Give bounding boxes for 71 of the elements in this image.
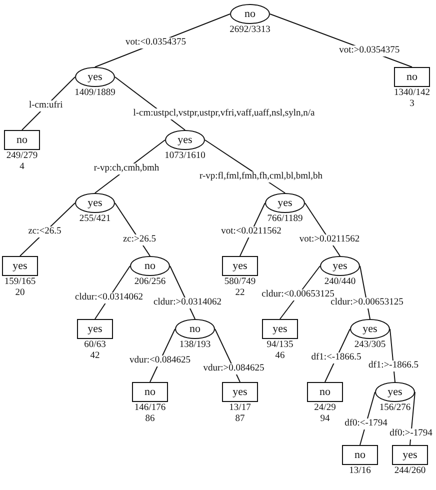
leaf-box: yes <box>392 445 428 465</box>
edge-label: vdur:<0.084625 <box>128 355 192 366</box>
node-count: 86 <box>145 414 155 425</box>
node-count: 20 <box>15 288 25 299</box>
node-count: 1340/142 <box>394 88 430 99</box>
edge-label: r-vp:ch,cmh,bmh <box>92 164 160 175</box>
edge-label: l-cm:ufri <box>28 100 64 112</box>
node-count: 42 <box>90 351 100 362</box>
edge-label: r-vp:fl,fml,fmh,fh,cml,bl,bml,bh <box>198 172 324 183</box>
edge-label: l-cm:ustpcl,vstpr,ustpr,vfri,vaff,uaff,nsl,syln,n/a <box>132 108 316 120</box>
edge-label: df1:>-1866.5 <box>368 360 420 372</box>
edge-label: vot:<0.0354375 <box>124 38 187 49</box>
node-count: 206/256 <box>134 277 166 288</box>
edge-label: vot:>0.0211562 <box>298 234 361 246</box>
edge-label: df1:<-1866.5 <box>310 352 362 364</box>
node-count: 13/16 <box>349 466 371 477</box>
node-count: 156/276 <box>379 403 411 414</box>
node-count: 159/165 <box>4 277 36 288</box>
node-count: 240/440 <box>324 277 356 288</box>
leaf-box: no <box>307 382 343 402</box>
node-count: 146/176 <box>134 403 166 414</box>
decision-ellipse: yes <box>375 382 415 402</box>
node-count: 94/135 <box>266 340 294 351</box>
decision-ellipse: yes <box>320 256 360 276</box>
decision-ellipse: yes <box>265 193 305 213</box>
edge-label: vot:>0.0354375 <box>338 46 401 57</box>
edge-label: zc:>26.5 <box>122 234 158 246</box>
edge-label: df0:>-1794 <box>388 428 434 440</box>
leaf-box: yes <box>222 256 258 276</box>
leaf-box: no <box>4 130 40 150</box>
node-count: 255/421 <box>79 214 111 225</box>
leaf-box: no <box>394 67 430 87</box>
edge-label: cldur:<0.0314062 <box>74 292 144 304</box>
node-count: 46 <box>275 351 285 362</box>
decision-ellipse: no <box>130 256 170 276</box>
decision-ellipse: no <box>230 4 270 24</box>
node-count: 13/17 <box>229 403 251 414</box>
node-count: 87 <box>235 414 245 425</box>
edge-label: df0:<-1794 <box>344 418 388 430</box>
decision-ellipse: yes <box>165 130 205 150</box>
node-count: 3 <box>410 99 414 110</box>
edge-label: cldur:>0.00653125 <box>330 298 404 309</box>
edge-label: cldur:<0.00653125 <box>260 290 336 301</box>
node-count: 60/63 <box>84 340 106 351</box>
node-count: 244/260 <box>394 466 426 477</box>
leaf-box: no <box>342 445 378 465</box>
decision-ellipse: yes <box>75 67 115 87</box>
node-count: 243/305 <box>354 340 386 351</box>
decision-ellipse: no <box>175 319 215 339</box>
leaf-box: yes <box>222 382 258 402</box>
node-count: 580/749 <box>224 277 256 288</box>
node-count: 2692/3313 <box>230 25 270 36</box>
leaf-box: yes <box>262 319 298 339</box>
node-count: 138/193 <box>179 340 211 351</box>
edge-label: zc:<26.5 <box>27 226 62 238</box>
node-count: 4 <box>20 162 24 173</box>
node-count: 94 <box>320 414 330 425</box>
leaf-box: yes <box>77 319 113 339</box>
decision-ellipse: yes <box>350 319 390 339</box>
decision-ellipse: yes <box>75 193 115 213</box>
leaf-box: yes <box>2 256 38 276</box>
leaf-box: no <box>132 382 168 402</box>
node-count: 249/279 <box>6 151 38 162</box>
edge-label: cldur:>0.0314062 <box>152 298 222 309</box>
node-count: 1073/1610 <box>164 151 206 162</box>
node-count: 22 <box>235 288 245 299</box>
edge-label: vot:<0.0211562 <box>220 226 282 238</box>
edge-label: vdur:>0.084625 <box>202 363 266 374</box>
node-count: 1409/1889 <box>74 88 116 99</box>
node-count: 766/1189 <box>267 214 303 225</box>
node-count: 24/29 <box>314 403 336 414</box>
